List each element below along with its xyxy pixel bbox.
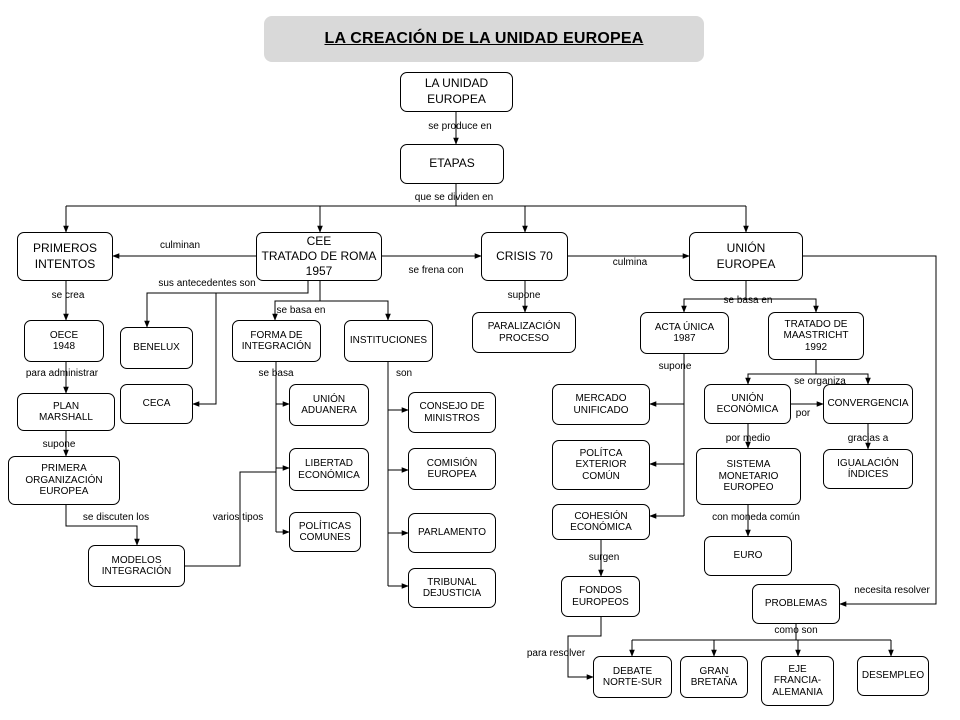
node-problemas: PROBLEMAS — [752, 584, 840, 624]
label-por: por — [795, 408, 811, 419]
node-consejo-ministros: CONSEJO DE MINISTROS — [408, 392, 496, 433]
label-por-medio: por medio — [725, 433, 771, 444]
label-necesita-resolver: necesita resolver — [854, 585, 930, 596]
node-primeros-intentos: PRIMEROS INTENTOS — [17, 232, 113, 281]
label-se-discuten-los: se discuten los — [82, 512, 150, 523]
node-convergencia: CONVERGENCIA — [823, 384, 913, 424]
node-instituciones: INSTITUCIONES — [344, 320, 433, 362]
node-fondos-europeos: FONDOS EUROPEOS — [561, 576, 640, 617]
connector-problemas-split — [632, 624, 891, 641]
connector-antecedentes-ceca — [192, 293, 217, 407]
node-plan-marshall: PLAN MARSHALL — [17, 393, 115, 431]
connector-cee-antecedentes — [144, 281, 309, 328]
node-politica-exterior: POLÍTCA EXTERIOR COMÚN — [552, 440, 650, 490]
node-euro: EURO — [704, 536, 792, 576]
label-surgen: surgen — [588, 552, 620, 563]
label-como-son: como son — [774, 625, 818, 636]
node-comision-europea: COMISIÓN EUROPEA — [408, 448, 496, 490]
label-se-basa-en-union: se basa en — [723, 295, 773, 306]
label-supone-plan: supone — [42, 439, 76, 450]
title-banner: LA CREACIÓN DE LA UNIDAD EUROPEA — [264, 16, 704, 62]
node-union-europea: UNIÓN EUROPEA — [689, 232, 803, 281]
node-mercado-unificado: MERCADO UNIFICADO — [552, 384, 650, 425]
node-paralizacion-proceso: PARALIZACIÓN PROCESO — [472, 312, 576, 353]
node-cee: CEE TRATADO DE ROMA 1957 — [256, 232, 382, 281]
label-se-organiza: se organiza — [794, 376, 846, 387]
node-primera-organizacion: PRIMERA ORGANIZACIÓN EUROPEA — [8, 456, 120, 505]
node-parlamento: PARLAMENTO — [408, 513, 496, 553]
node-cohesion-economica: COHESIÓN ECONÓMICA — [552, 504, 650, 540]
node-union-aduanera: UNIÓN ADUANERA — [289, 384, 369, 426]
label-se-basa-en-cee: se basa en — [276, 305, 326, 316]
connector-fondos-debate — [567, 617, 602, 680]
node-tribunal-justicia: TRIBUNAL DEJUSTICIA — [408, 568, 496, 608]
node-gran-bretana: GRAN BRETAÑA — [680, 656, 748, 698]
label-varios-tipos: varios tipos — [212, 512, 264, 523]
node-tratado-maastricht: TRATADO DE MAASTRICHT 1992 — [768, 312, 864, 360]
node-benelux: BENELUX — [120, 327, 193, 369]
label-son: son — [395, 368, 413, 379]
connector-modelos-forma — [185, 471, 276, 567]
label-sus-antecedentes-son: sus antecedentes son — [158, 278, 256, 289]
label-se-crea: se crea — [51, 290, 85, 301]
label-culmina: culmina — [612, 257, 648, 268]
node-desempleo: DESEMPLEO — [857, 656, 929, 696]
node-ceca: CECA — [120, 384, 193, 424]
node-acta-unica: ACTA ÚNICA 1987 — [640, 312, 729, 354]
node-unidad-europea: LA UNIDAD EUROPEA — [400, 72, 513, 112]
label-para-administrar: para administrar — [25, 368, 99, 379]
label-con-moneda-comun: con moneda común — [712, 512, 800, 523]
label-se-basa: se basa — [258, 368, 294, 379]
label-se-frena-con: se frena con — [408, 265, 464, 276]
label-supone-crisis: supone — [507, 290, 541, 301]
label-culminan: culminan — [159, 240, 201, 251]
node-forma-integracion: FORMA DE INTEGRACIÓN — [232, 320, 321, 362]
connector-etapas-branch — [66, 184, 746, 207]
label-gracias-a: gracias a — [847, 433, 889, 444]
node-libertad-economica: LIBERTAD ECONÓMICA — [289, 448, 369, 491]
node-oece: OECE 1948 — [24, 320, 104, 362]
label-se-produce-en: se produce en — [428, 121, 492, 132]
connector-primera-modelos — [65, 505, 140, 546]
node-modelos-integracion: MODELOS INTEGRACIÓN — [88, 545, 185, 587]
label-supone-acta: supone — [658, 361, 692, 372]
node-debate-norte-sur: DEBATE NORTE-SUR — [593, 656, 672, 698]
label-para-resolver: para resolver — [526, 648, 586, 659]
node-eje-francia-alemania: EJE FRANCIA- ALEMANIA — [761, 656, 834, 706]
node-union-economica: UNIÓN ECONÓMICA — [704, 384, 791, 424]
label-que-se-dividen-en: que se dividen en — [414, 192, 494, 203]
node-crisis-70: CRISIS 70 — [481, 232, 568, 281]
page-title: LA CREACIÓN DE LA UNIDAD EUROPEA — [324, 30, 644, 47]
node-etapas: ETAPAS — [400, 144, 504, 184]
node-sistema-monetario: SISTEMA MONETARIO EUROPEO — [696, 448, 801, 505]
connector-union-problemas — [803, 255, 937, 607]
node-igualacion-indices: IGUALACIÓN ÍNDICES — [823, 449, 913, 489]
node-politicas-comunes: POLÍTICAS COMUNES — [289, 512, 361, 552]
